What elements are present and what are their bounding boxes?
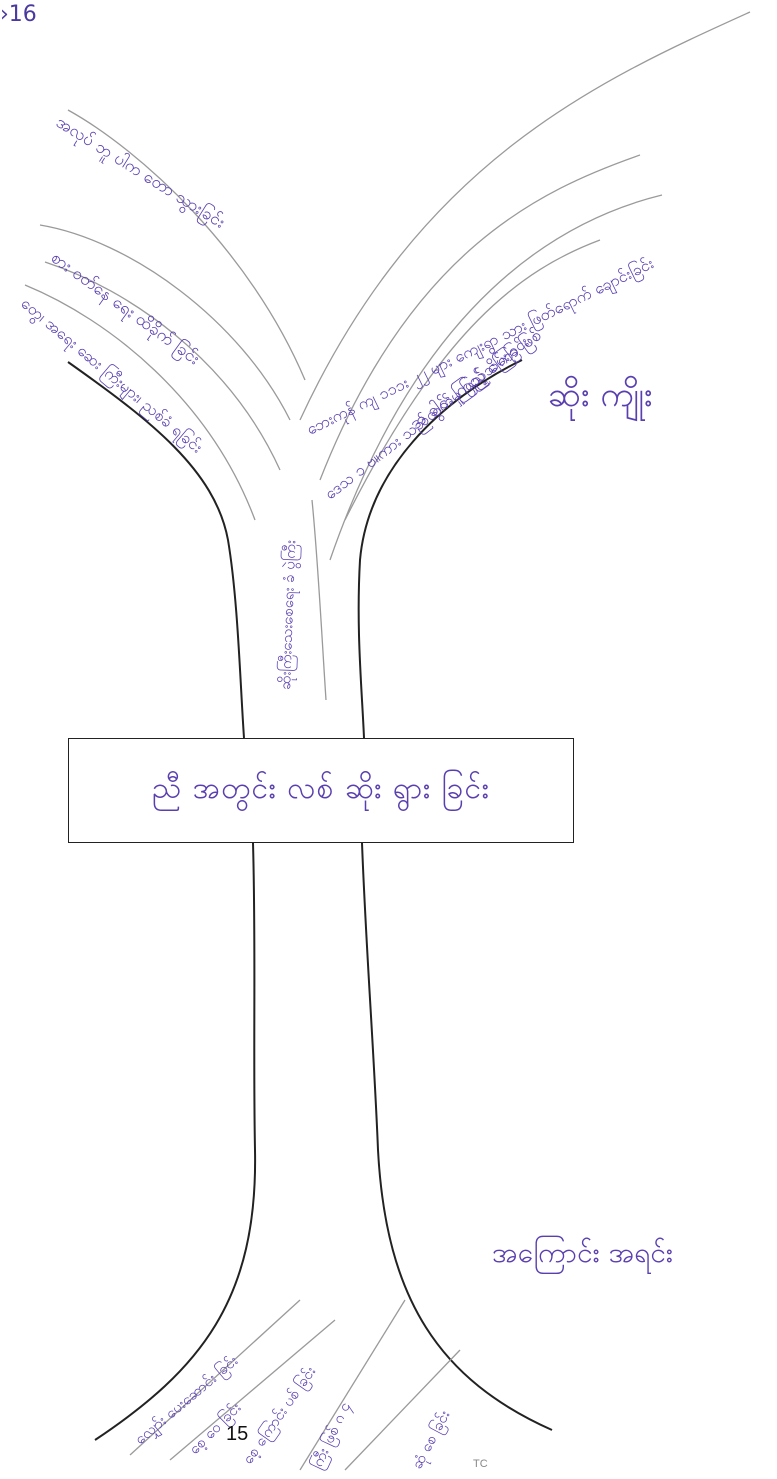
cause-label: စေ့ ကြောင်း ပစ် ခြင်း bbox=[238, 1362, 322, 1469]
effect-label: ဆိုးကြီးသေးစေရေး ခံ ပွဲကြီး bbox=[275, 540, 302, 691]
problem-title: ညီ အတွင်း လစ် ဆိုး ရွား ခြင်း bbox=[152, 771, 490, 806]
branch-line-7 bbox=[329, 194, 663, 561]
effects-heading: ဆိုး ကျိုး bbox=[548, 375, 653, 415]
trunk-lower-right bbox=[361, 842, 553, 1431]
branch-line-5 bbox=[299, 11, 751, 421]
root-line-3 bbox=[299, 1299, 406, 1471]
branch-line-9 bbox=[311, 499, 327, 701]
cause-label: ကြီး ဖြစ် ဂ ၄ bbox=[306, 1399, 356, 1473]
root-line-4 bbox=[344, 1349, 461, 1471]
page-footer-mark: TC bbox=[473, 1458, 488, 1470]
effect-branch-lines bbox=[24, 11, 751, 701]
branch-line-3 bbox=[44, 261, 281, 471]
root-line-2 bbox=[169, 1319, 336, 1461]
trunk-left-outline bbox=[67, 361, 245, 739]
corner-mark: ›16 bbox=[0, 2, 37, 27]
trunk-lower-left bbox=[94, 842, 257, 1441]
trunk-right-outline bbox=[357, 359, 523, 739]
cause-branch-lines bbox=[129, 1299, 461, 1471]
root-line-1 bbox=[129, 1299, 301, 1456]
effect-label: အလုပ် ဘူ ပါက တော သွားခြင်း bbox=[51, 111, 230, 236]
branch-line-8 bbox=[344, 239, 601, 521]
cause-label: ဆုံ စေ ခြင်း bbox=[407, 1407, 456, 1474]
effect-label: စား ဝတ်နေ ရေး ထိခိုက် ခြင်း bbox=[45, 246, 204, 371]
page-number: 15 bbox=[226, 1423, 249, 1445]
effect-label: တွေ၊ အရေး ဆေး ကြီးများ၊ ညစ်ခံ ရခြင်း bbox=[16, 294, 207, 459]
branch-line-4 bbox=[24, 284, 256, 521]
problem-title-box: ညီ အတွင်း လစ် ဆိုး ရွား ခြင်း bbox=[68, 738, 574, 843]
branch-line-6 bbox=[319, 154, 641, 481]
causes-heading: အကြောင်း အရင်း bbox=[492, 1236, 674, 1269]
cause-labels: လျှော်း ပေးဆောင်း ခြင်း စေ့ ဝေ ခြင်း စေ့… bbox=[130, 1351, 456, 1474]
branch-line-1 bbox=[67, 109, 306, 381]
branch-line-2 bbox=[39, 224, 291, 421]
